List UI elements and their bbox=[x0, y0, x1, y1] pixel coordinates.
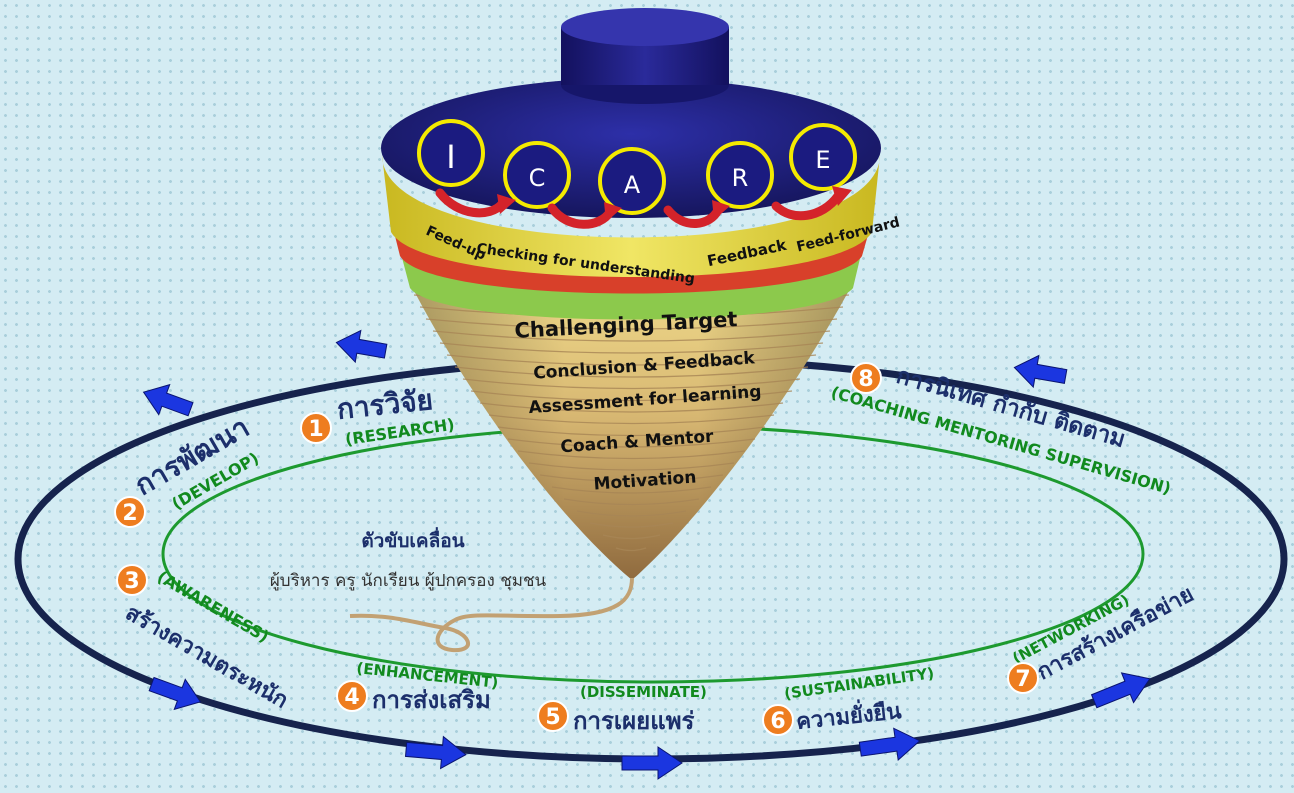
step-1-badge: 1 bbox=[308, 417, 323, 442]
icare-letters: I C A R E bbox=[417, 119, 857, 215]
step-4-enhancement: (ENHANCEMENT) 4 การส่งเสริม bbox=[336, 659, 499, 714]
blue-arrow-1 bbox=[335, 329, 388, 364]
curved-arrow-1 bbox=[435, 188, 507, 218]
letter-ring-a: A bbox=[598, 147, 666, 215]
step-3-awareness: 3 (AWARENESS) สร้างความตระหนัก bbox=[116, 564, 292, 714]
step-8-supervision: 8 การนิเทศ กำกับ ติดตาม (COACHING MENTOR… bbox=[829, 362, 1173, 498]
letter-i: I bbox=[446, 138, 455, 176]
step-5-disseminate: (DISSEMINATE) 5 การเผยแพร่ bbox=[537, 683, 707, 735]
spinning-top bbox=[349, 8, 881, 653]
step-5-eng: (DISSEMINATE) bbox=[580, 683, 707, 701]
curved-arrow-4 bbox=[771, 191, 843, 221]
driver-title: ตัวขับเคลื่อน bbox=[361, 527, 464, 552]
step-8-badge: 8 bbox=[858, 367, 873, 392]
step-6-thai: ความยั่งยืน bbox=[794, 694, 902, 735]
step-5-thai: การเผยแพร่ bbox=[573, 707, 695, 735]
step-3-badge: 3 bbox=[124, 569, 139, 594]
blue-arrow-5 bbox=[621, 746, 683, 780]
letter-ring-c: C bbox=[503, 141, 571, 209]
step-7-badge: 7 bbox=[1015, 667, 1030, 692]
letter-ring-r: R bbox=[706, 141, 774, 209]
step-4-thai: การส่งเสริม bbox=[372, 686, 491, 714]
blue-arrow-2 bbox=[142, 383, 194, 417]
red-band bbox=[393, 228, 870, 294]
blue-arrow-6 bbox=[858, 727, 921, 762]
step-3-thai: สร้างความตระหนัก bbox=[121, 601, 292, 714]
blue-arrow-4 bbox=[404, 735, 467, 770]
blue-arrow-8 bbox=[1013, 354, 1068, 389]
letter-ring-e: E bbox=[789, 123, 857, 191]
top-rim-band bbox=[382, 155, 880, 277]
letter-a: A bbox=[624, 171, 641, 199]
direction-arrows bbox=[142, 329, 1151, 780]
letter-c: C bbox=[529, 164, 546, 192]
blue-arrow-3 bbox=[148, 676, 202, 711]
feedback-arrowheads bbox=[497, 186, 852, 222]
step-4-badge: 4 bbox=[344, 685, 359, 710]
letter-r: R bbox=[732, 164, 749, 192]
step-6-badge: 6 bbox=[770, 709, 785, 734]
letter-ring-i: I bbox=[417, 119, 485, 187]
driver-members: ผู้บริหาร ครู นักเรียน ผู้ปกครอง ชุมชน bbox=[270, 571, 547, 591]
green-band bbox=[400, 250, 862, 320]
step-2-badge: 2 bbox=[122, 501, 137, 526]
blue-arrow-7 bbox=[1090, 672, 1151, 709]
step-6-sustainability: (SUSTAINABILITY) 6 ความยั่งยืน bbox=[762, 664, 935, 736]
letter-e: E bbox=[815, 146, 830, 174]
spinning-cord bbox=[349, 577, 634, 653]
step-2-develop: 2 การพัฒนา (DEVELOP) bbox=[114, 410, 262, 528]
feedback-arrows bbox=[435, 188, 843, 229]
step-5-badge: 5 bbox=[545, 705, 560, 730]
